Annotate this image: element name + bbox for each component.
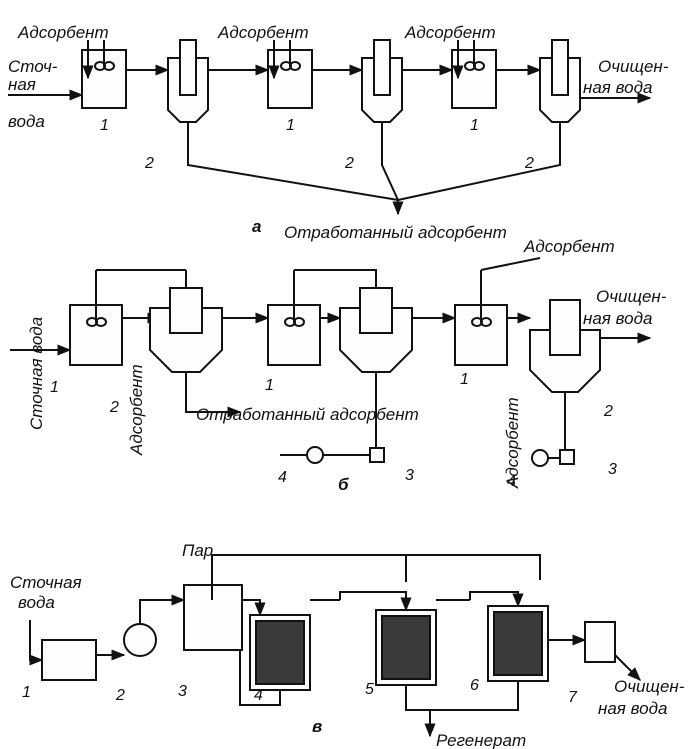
purified-label-b1: Очищен- xyxy=(596,287,667,306)
pump-c xyxy=(123,623,157,657)
label-1-a2: 1 xyxy=(286,117,295,134)
label-1-b2: 1 xyxy=(265,377,274,394)
settler-b3 xyxy=(529,329,601,393)
label-6-c: 6 xyxy=(470,677,479,694)
tank-b1 xyxy=(369,447,385,463)
label-3-b1: 3 xyxy=(405,467,414,484)
adsorbent-label-a2: Адсорбент xyxy=(217,23,309,42)
adsorbent-label-b-right: Адсорбент xyxy=(503,397,522,489)
label-2-a2: 2 xyxy=(344,155,354,172)
purified-label-c1: Очищен- xyxy=(614,677,685,696)
waste-water-label-a1: Сточ- xyxy=(8,57,58,76)
label-2-b3: 2 xyxy=(603,403,613,420)
purified-label-b2: ная вода xyxy=(583,309,652,328)
label-1-c: 1 xyxy=(22,684,31,701)
adsorbent-label-b-left: Адсорбент xyxy=(127,364,146,456)
adsorbent-label-a1: Адсорбент xyxy=(17,23,109,42)
label-1-b3: 1 xyxy=(460,371,469,388)
caption-a: а xyxy=(252,217,261,236)
steam-label: Пар xyxy=(182,541,213,560)
label-2-a1: 2 xyxy=(144,155,154,172)
label-3-b2: 3 xyxy=(608,461,617,478)
label-2-a3: 2 xyxy=(524,155,534,172)
adsorbent-label-b: Адсорбент xyxy=(523,237,615,256)
waste-water-label-a3: вода xyxy=(8,112,45,131)
waste-water-label-c2: вода xyxy=(18,593,55,612)
label-5-c: 5 xyxy=(365,681,374,698)
pump-b1 xyxy=(306,446,324,464)
label-1-a3: 1 xyxy=(470,117,479,134)
label-4-b1: 4 xyxy=(278,469,287,486)
waste-water-label-c1: Сточная xyxy=(10,573,82,592)
purified-label-c2: ная вода xyxy=(598,699,667,718)
spent-adsorbent-label-b: Отработанный адсорбент xyxy=(196,405,419,424)
scheme-a: Адсорбент Адсорбент Адсорбент Сточ- ная … xyxy=(8,23,669,242)
label-2-c: 2 xyxy=(115,687,125,704)
collector-tank-c7 xyxy=(584,621,616,663)
label-4-c: 4 xyxy=(254,687,263,704)
label-4-b2: 4 xyxy=(507,473,516,490)
label-1-a1: 1 xyxy=(100,117,109,134)
settler-b1 xyxy=(149,307,223,373)
tank-b2 xyxy=(559,449,575,465)
purified-label-a2: ная вода xyxy=(583,78,652,97)
label-1-b1: 1 xyxy=(50,379,59,396)
waste-water-label-b: Сточная вода xyxy=(27,317,46,430)
waste-water-label-a2: ная xyxy=(8,75,36,94)
caption-c: в xyxy=(312,717,322,736)
pump-b2 xyxy=(531,449,549,467)
purified-label-a1: Очищен- xyxy=(598,57,669,76)
scheme-b: Адсорбент Очищен- ная вода Сточная вода … xyxy=(10,237,667,494)
caption-b: б xyxy=(338,475,349,494)
label-2-b1: 2 xyxy=(109,399,119,416)
spent-adsorbent-label-a: Отработанный адсорбент xyxy=(284,223,507,242)
settler-b2 xyxy=(339,307,413,373)
label-3-c: 3 xyxy=(178,683,187,700)
regenerate-label: Регенерат xyxy=(436,731,526,749)
collector-tank-c xyxy=(41,639,97,681)
adsorbent-label-a3: Адсорбент xyxy=(404,23,496,42)
label-7-c: 7 xyxy=(568,689,578,706)
scheme-c: Пар Сточная вода Очищен- ная вода xyxy=(10,541,685,749)
